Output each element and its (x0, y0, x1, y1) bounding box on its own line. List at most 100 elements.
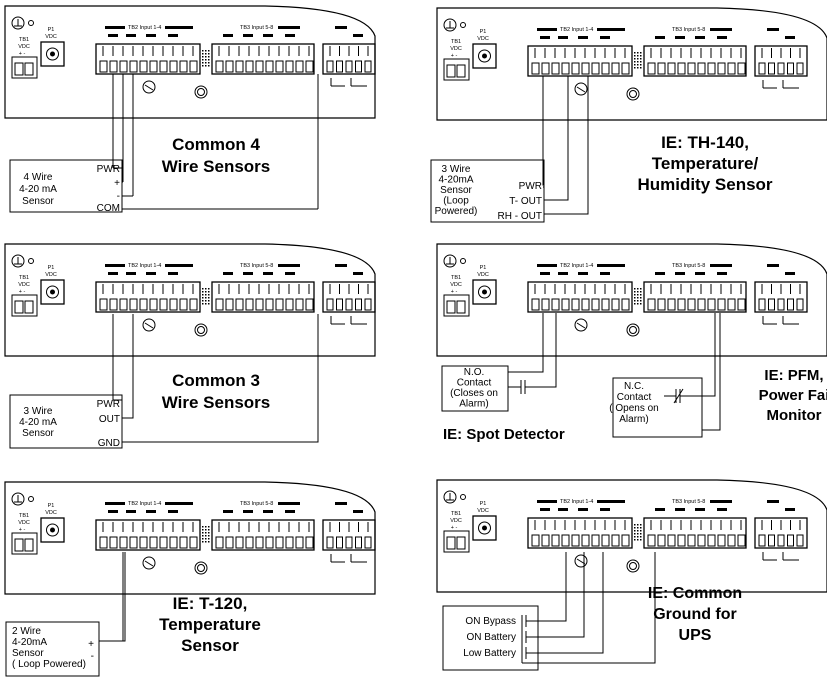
p1-vdc-label: VDC (45, 34, 57, 40)
led-indicator (460, 22, 466, 28)
wire (526, 552, 585, 638)
nc-contact-label: Alarm) (619, 414, 648, 425)
nc-contact-label: ( Opens on (609, 403, 658, 414)
via-pattern (202, 53, 204, 55)
via-pattern (640, 61, 642, 63)
tb2-terminal (611, 62, 620, 75)
silkscreen-mark (126, 510, 136, 513)
tb3-terminal (697, 62, 706, 75)
heading-th140: Humidity Sensor (637, 175, 772, 194)
wire (122, 314, 134, 419)
tb3-terminal (255, 60, 264, 73)
silkscreen-mark (710, 500, 732, 503)
ground-lug-icon (574, 318, 588, 332)
tb2-terminal-block (95, 519, 201, 551)
tb3-terminal (697, 298, 706, 311)
via-pattern (637, 67, 639, 69)
via-pattern (637, 297, 639, 299)
tb2-terminal (189, 60, 198, 73)
sensor-t120-label: 4-20mA (12, 637, 47, 648)
relay-terminal (336, 60, 343, 73)
ground-lug-icon (574, 82, 588, 96)
heading-common-3-wire: Wire Sensors (162, 393, 271, 412)
tb2-terminal (531, 62, 540, 75)
via-pattern (202, 538, 204, 540)
tb3-terminal (265, 536, 274, 549)
tb3-terminal (265, 298, 274, 311)
tb2-label: TB2 Input 1-4 (560, 27, 593, 33)
tb2-terminal (601, 298, 610, 311)
controller-board-outline (436, 7, 827, 121)
sensor-4wire-label: 4-20 mA (19, 184, 57, 195)
tb3-terminal (687, 62, 696, 75)
tb2-terminal (169, 298, 178, 311)
ups-contact-label: ON Battery (467, 632, 516, 643)
silkscreen-mark (655, 272, 665, 275)
via-pattern (202, 56, 204, 58)
tb1-label: TB1 (451, 511, 461, 517)
tb1-polarity-label: + - (19, 527, 26, 533)
tb3-terminal (225, 60, 234, 73)
tb2-terminal (611, 298, 620, 311)
silkscreen-mark (537, 500, 557, 503)
relay-terminal-block (322, 43, 376, 75)
ground-lug-icon (142, 80, 156, 94)
via-pattern (205, 532, 207, 534)
relay-terminal (777, 62, 785, 75)
tb2-terminal (139, 298, 148, 311)
silkscreen-mark (785, 508, 795, 511)
silkscreen-mark (108, 34, 118, 37)
mounting-hole (197, 564, 205, 572)
relay-terminal (336, 298, 343, 311)
p1-power-jack (40, 41, 65, 67)
tb3-terminal (275, 298, 284, 311)
wire (99, 552, 126, 642)
heading-th140: Temperature/ (652, 154, 759, 173)
wire (542, 76, 544, 186)
via-pattern (208, 300, 210, 302)
silkscreen-mark (600, 272, 610, 275)
tb1-vdc-label: VDC (18, 282, 30, 288)
tb1-pin (24, 62, 34, 76)
tb1-polarity-label: + - (19, 289, 26, 295)
tb2-terminal (149, 536, 158, 549)
tb2-terminal (531, 298, 540, 311)
tb3-terminal (265, 60, 274, 73)
tb2-terminal (129, 60, 138, 73)
silkscreen-mark (710, 264, 732, 267)
silkscreen-mark (335, 26, 347, 29)
relay-terminal (345, 298, 353, 311)
relay-terminal-block (322, 519, 376, 551)
tb2-terminal (601, 534, 610, 547)
ground-lug-icon (142, 556, 156, 570)
silkscreen-mark (353, 272, 363, 275)
via-pattern (640, 533, 642, 535)
via-pattern (202, 300, 204, 302)
via-pattern (205, 303, 207, 305)
tb2-label: TB2 Input 1-4 (128, 25, 161, 31)
silkscreen-mark (263, 272, 273, 275)
via-pattern (637, 61, 639, 63)
tb3-terminal (305, 536, 314, 549)
tb3-terminal (657, 298, 666, 311)
tb1-vdc-label: VDC (450, 46, 462, 52)
via-pattern (640, 58, 642, 60)
tb3-terminal (737, 298, 746, 311)
ups-contacts-box (442, 605, 539, 671)
via-pattern (634, 288, 636, 290)
tb3-terminal-block (643, 45, 747, 77)
wire (112, 314, 122, 401)
controller-board-outline (4, 481, 376, 595)
tb2-terminal (189, 298, 198, 311)
relay-terminal (758, 534, 766, 547)
silkscreen-mark (695, 508, 705, 511)
tb1-connector (443, 294, 470, 317)
relay-terminal (758, 298, 766, 311)
p1-vdc-label: VDC (477, 36, 489, 42)
silkscreen-mark (717, 508, 727, 511)
no-contact-label: (Closes on (450, 388, 498, 399)
relay-terminal (768, 298, 775, 311)
